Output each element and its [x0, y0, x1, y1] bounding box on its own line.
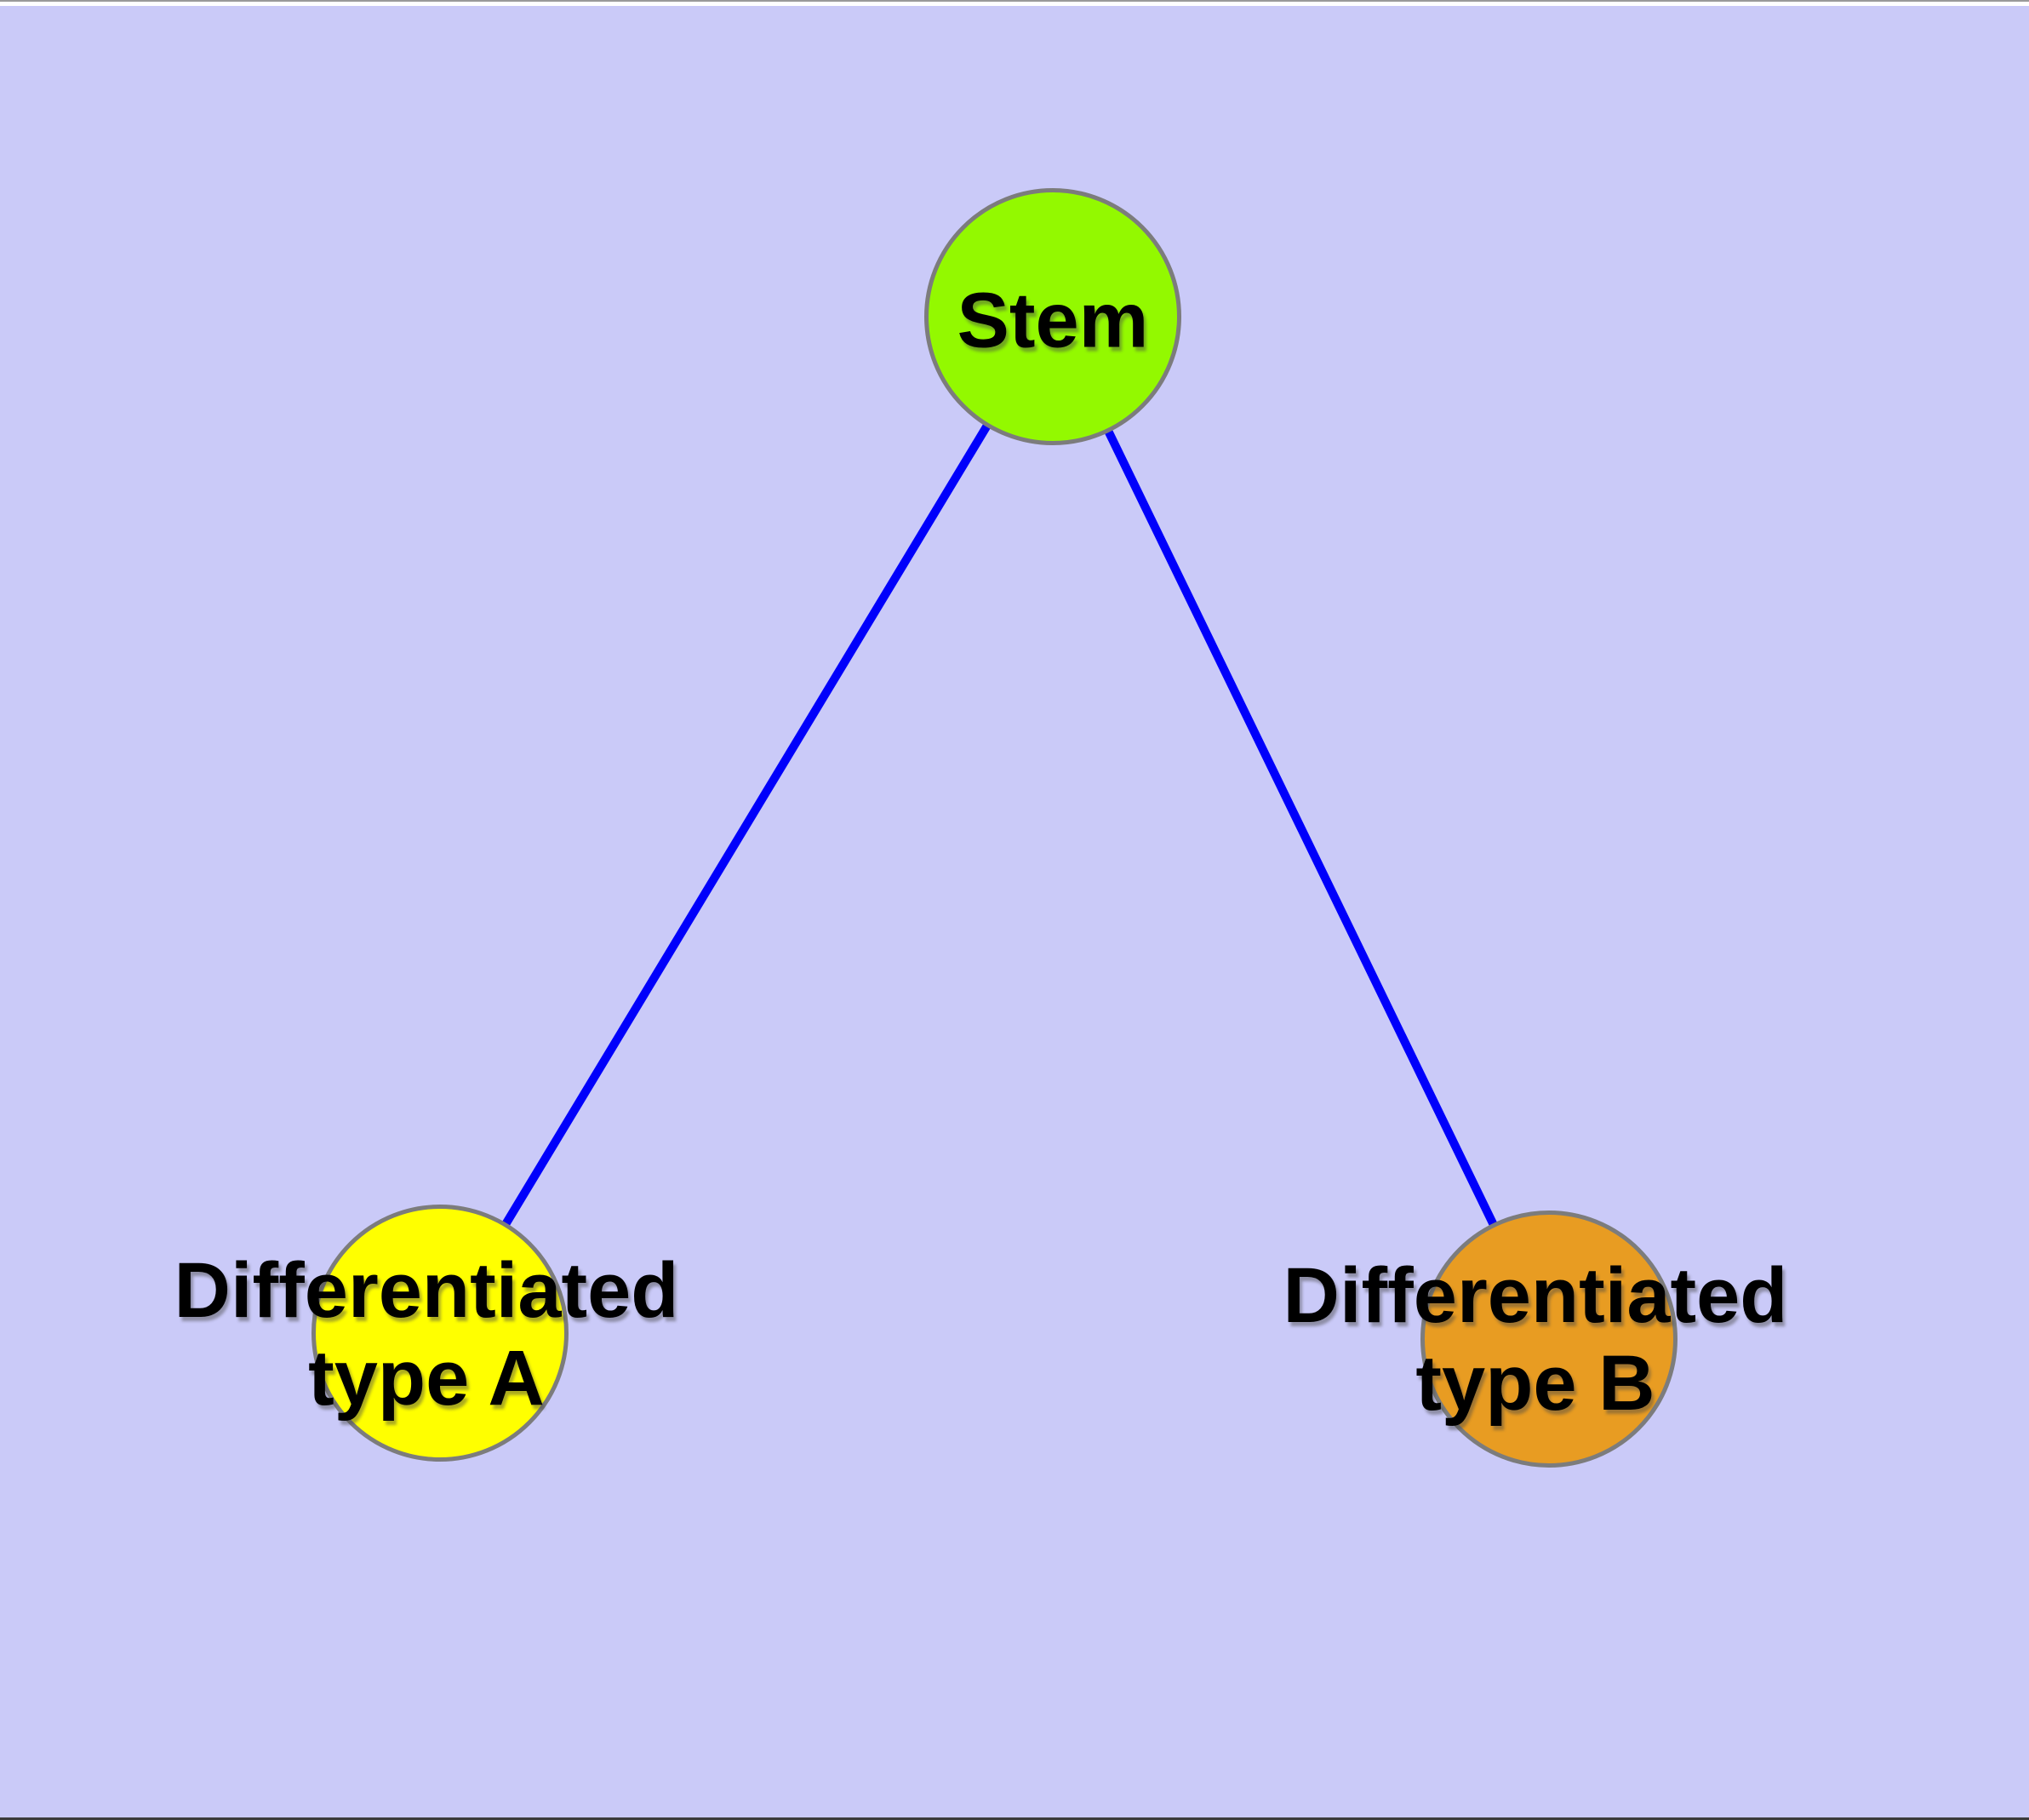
node-differentiated-type-b	[1420, 1210, 1677, 1468]
edge-stem-to-type-a	[436, 312, 1057, 1337]
node-label-line: Stem	[957, 277, 1149, 364]
node-label-line: type A	[308, 1335, 545, 1422]
window-bottom-edge	[0, 1817, 2029, 1820]
node-label-line: Differentiated	[174, 1247, 679, 1334]
node-differentiated-type-a	[311, 1205, 569, 1462]
window-top-edge	[0, 0, 2029, 6]
edge-stem-to-type-b	[1049, 312, 1553, 1343]
node-label-stem: Stem	[957, 278, 1149, 365]
node-stem	[924, 188, 1181, 445]
node-label-differentiated-type-a: Differentiated type A	[174, 1247, 679, 1422]
node-label-line: Differentiated	[1283, 1252, 1788, 1339]
node-label-line: type B	[1415, 1340, 1655, 1427]
node-label-differentiated-type-b: Differentiated type B	[1283, 1252, 1788, 1428]
